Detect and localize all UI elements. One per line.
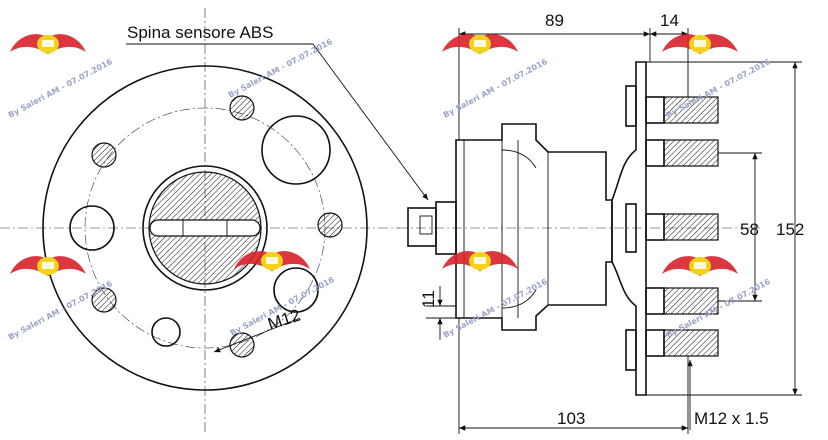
stud-thread — [663, 329, 719, 357]
open-hole — [151, 317, 181, 347]
bearing-housing — [455, 123, 613, 331]
large-open-hole — [261, 115, 331, 185]
bolt-hole — [317, 212, 343, 238]
wheel-studs — [645, 96, 719, 357]
watermarks: By Saleri AM - 07.07.2016 By Saleri AM -… — [7, 34, 772, 342]
dim-58: 58 — [740, 220, 759, 239]
dim-14: 14 — [660, 11, 679, 30]
stud-thread — [663, 213, 719, 241]
watermark-text: By Saleri AM - 07.07.2016 — [7, 57, 115, 120]
dim-103: 103 — [557, 409, 585, 428]
watermark-logo — [10, 256, 86, 276]
flange-outline — [42, 65, 368, 391]
watermark-logo — [442, 34, 518, 54]
thread-size: M12 x 1.5 — [694, 409, 769, 428]
watermark-logo — [662, 34, 738, 54]
bolt-hole — [91, 287, 117, 313]
side-view: 89 14 58 152 11 103 M12 x 1.5 — [398, 11, 804, 434]
dim-11: 11 — [419, 290, 438, 308]
watermark-logo — [662, 256, 738, 276]
hub-outer — [142, 165, 268, 291]
dim-89: 89 — [545, 11, 564, 30]
abs-sensor-label: Spina sensore ABS — [127, 23, 273, 42]
front-view: M12 Spina sensore ABS — [0, 8, 429, 432]
stud-thread — [663, 96, 719, 124]
hub-slot — [149, 219, 261, 237]
bolt-hole — [91, 142, 117, 168]
bolt-hole — [229, 95, 255, 121]
watermark-logo — [10, 34, 86, 54]
abs-sensor-leader — [312, 43, 429, 201]
open-hole — [273, 267, 319, 313]
watermark-text: By Saleri AM - 07.07.2016 — [227, 37, 335, 100]
wheel-flange — [611, 61, 647, 396]
dim-152: 152 — [776, 220, 804, 239]
stud-thread — [663, 139, 719, 167]
watermark-text: By Saleri AM - 07.07.2016 — [442, 57, 550, 120]
open-hole — [69, 205, 115, 251]
stud-thread — [663, 287, 719, 315]
m12-leader — [213, 317, 301, 353]
